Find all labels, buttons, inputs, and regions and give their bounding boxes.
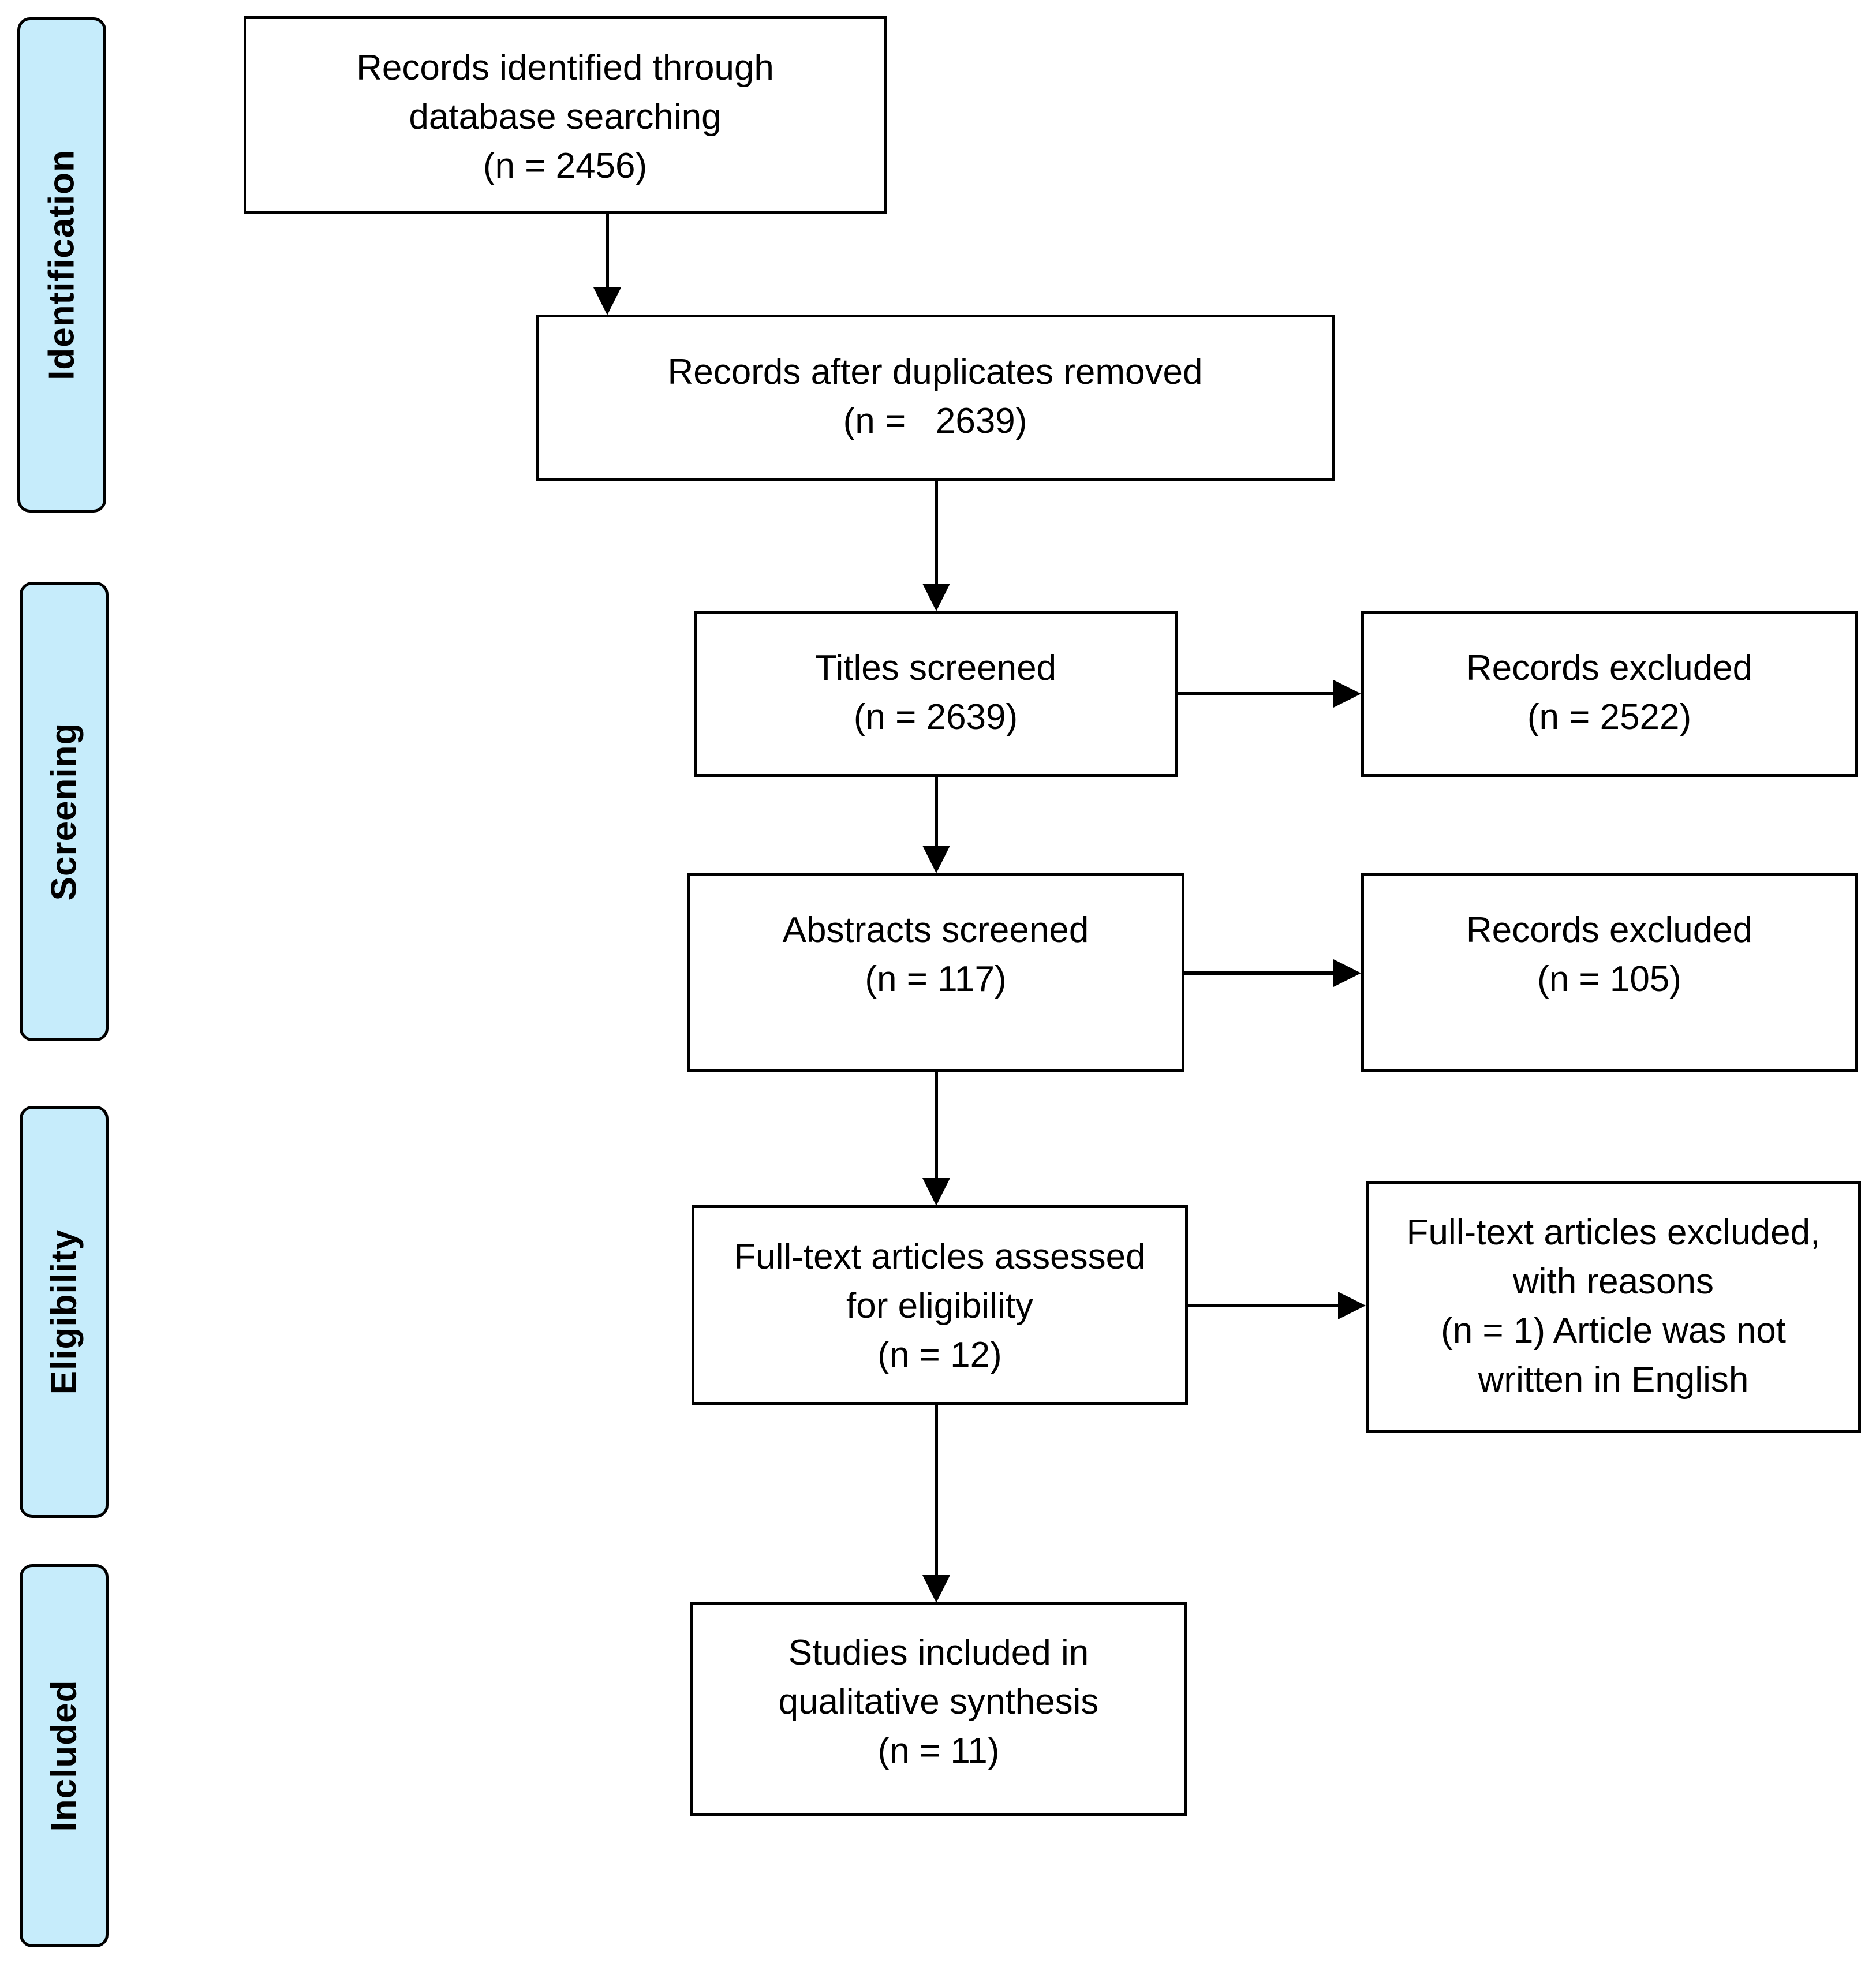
box-titles-excluded-line2: (n = 2522) [1527, 697, 1692, 737]
box-fulltext-assessed-line2: for eligibility [846, 1286, 1033, 1326]
box-fulltext-assessed-line3: (n = 12) [877, 1335, 1002, 1375]
box-records-identified-line2: database searching [409, 97, 722, 137]
box-records-identified: Records identified through database sear… [244, 16, 887, 214]
box-fulltext-excluded-line1: Full-text articles excluded, [1406, 1213, 1821, 1252]
box-included-studies-line2: qualitative synthesis [778, 1682, 1099, 1722]
box-titles-screened-line2: (n = 2639) [853, 697, 1018, 737]
box-records-identified-line1: Records identified through [356, 48, 774, 88]
box-abstracts-screened: Abstracts screened (n = 117) [687, 873, 1184, 1072]
box-titles-screened: Titles screened (n = 2639) [694, 611, 1178, 777]
box-duplicates-removed-line1: Records after duplicates removed [667, 352, 1203, 392]
box-included-studies: Studies included in qualitative synthesi… [690, 1602, 1187, 1816]
box-fulltext-assessed: Full-text articles assessed for eligibil… [692, 1205, 1188, 1405]
stage-eligibility: Eligibility [20, 1106, 109, 1518]
box-abstracts-excluded-line2: (n = 105) [1537, 959, 1681, 999]
box-fulltext-excluded: Full-text articles excluded, with reason… [1366, 1181, 1861, 1433]
stage-screening: Screening [20, 582, 109, 1041]
box-records-identified-line3: (n = 2456) [483, 146, 648, 186]
box-duplicates-removed: Records after duplicates removed (n = 26… [536, 315, 1335, 481]
box-abstracts-screened-line2: (n = 117) [865, 959, 1007, 999]
box-abstracts-excluded-line1: Records excluded [1466, 910, 1753, 950]
box-fulltext-excluded-line4: written in English [1478, 1360, 1749, 1400]
box-included-studies-line3: (n = 11) [877, 1731, 1000, 1771]
box-abstracts-screened-line1: Abstracts screened [782, 910, 1089, 950]
stage-identification: Identification [17, 17, 106, 513]
stage-included: Included [20, 1564, 109, 1947]
box-included-studies-line1: Studies included in [788, 1633, 1089, 1673]
box-titles-screened-line1: Titles screened [814, 648, 1057, 688]
box-titles-excluded: Records excluded (n = 2522) [1361, 611, 1858, 777]
box-fulltext-assessed-line1: Full-text articles assessed [734, 1237, 1146, 1277]
box-fulltext-excluded-line2: with reasons [1512, 1262, 1714, 1302]
box-fulltext-excluded-line3: (n = 1) Article was not [1441, 1311, 1786, 1351]
box-abstracts-excluded: Records excluded (n = 105) [1361, 873, 1858, 1072]
box-duplicates-removed-line2: (n = 2639) [843, 401, 1027, 441]
box-titles-excluded-line1: Records excluded [1466, 648, 1753, 688]
